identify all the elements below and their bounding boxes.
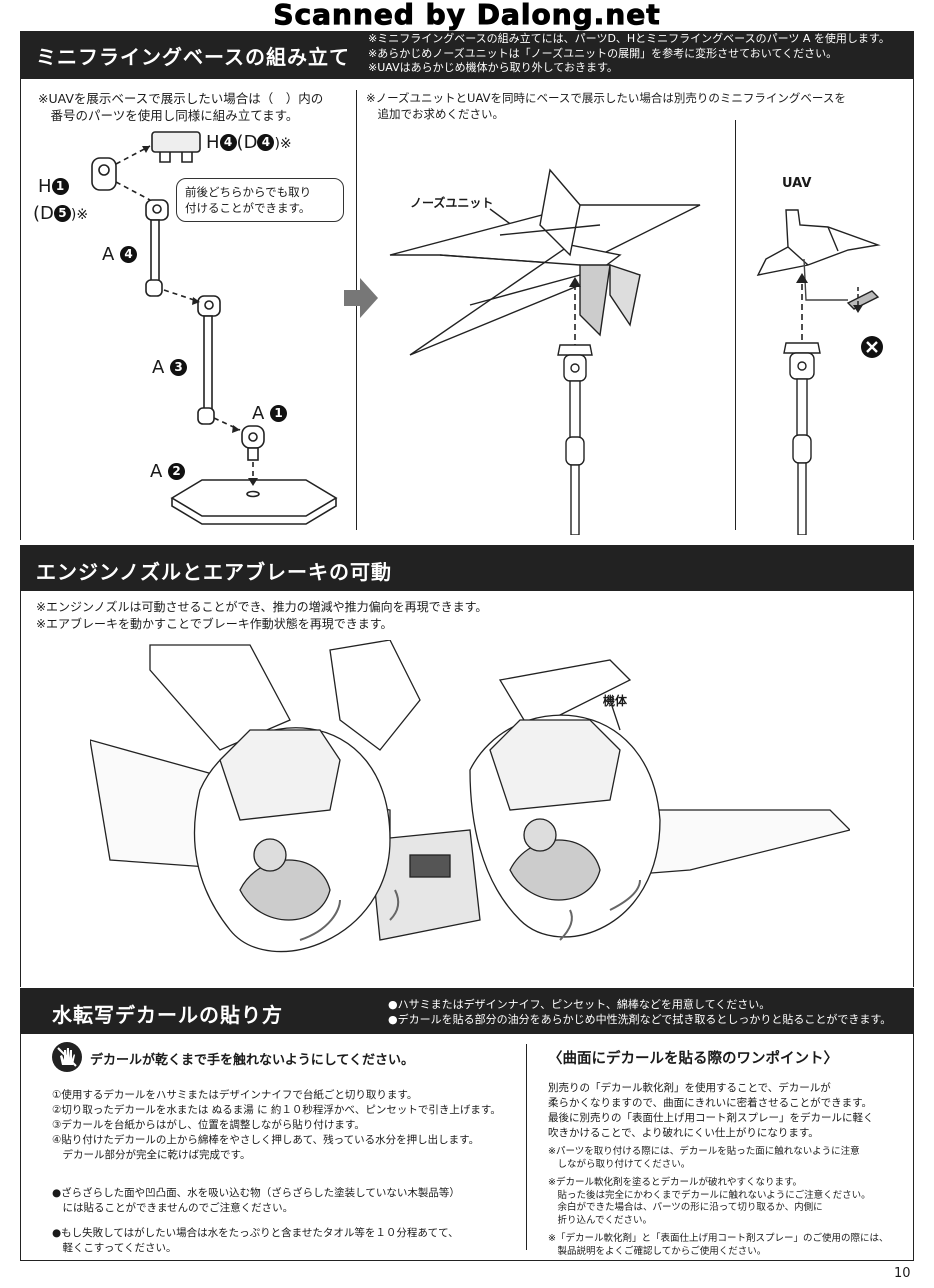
- left-note: ※UAVを展示ベースで展示したい場合は（ ）内の 番号のパーツを使用し同様に組み…: [38, 90, 323, 124]
- section2-note-1: ※エンジンノズルは可動させることができ、推力の増減や推力偏向を再現できます。: [36, 600, 488, 614]
- part-label-a3: A 3: [152, 357, 188, 378]
- decal-bullets: ●ざらざらした面や凹凸面、水を吸い込む物（ざらざらした塗装していない木製品等） …: [52, 1186, 460, 1256]
- page-number: 10: [894, 1266, 911, 1281]
- tip-note-2-cont2: 余白ができた場合は、パーツの形に沿って切り取るか、内側に: [548, 1202, 823, 1213]
- hand-icon: [57, 1047, 77, 1067]
- warning-text: デカールが乾くまで手を触れないようにしてください。: [90, 1053, 414, 1068]
- section2-title: エンジンノズルとエアブレーキの可動: [36, 560, 392, 584]
- tip-note-3: ※「デカール軟化剤」と「表面仕上げ用コート剤スプレー」のご使用の際には、: [548, 1233, 889, 1244]
- tip-note-2-cont3: 折り込んでください。: [548, 1214, 653, 1226]
- part-label-a4: A 4: [102, 244, 138, 265]
- nose-unit-on-stand-illustration: [389, 168, 701, 535]
- callout-bubble: 前後どちらからでも取り 付けることができます。: [176, 178, 344, 222]
- section3-frame: [20, 1034, 914, 1261]
- tip-note-1: ※パーツを取り付ける際には、デカールを貼った面に触れないように注意: [548, 1146, 860, 1157]
- section3-header-bar: [20, 988, 914, 1034]
- tip-line-4: 吹きかけることで、より破れにくい仕上がりになります。: [548, 1127, 819, 1139]
- part-letter: H: [38, 176, 52, 197]
- left-note-line-2: 番号のパーツを使用し同様に組み立てます。: [38, 108, 299, 123]
- part-number-badge: 3: [170, 359, 188, 376]
- section1-divider-2: [735, 120, 736, 530]
- section2-notes: ※エンジンノズルは可動させることができ、推力の増減や推力偏向を再現できます。 ※…: [36, 599, 487, 633]
- uav-label: UAV: [782, 176, 812, 191]
- part-paren-end: )※: [70, 207, 89, 223]
- right-note-line-2: 追加でお求めください。: [366, 107, 504, 121]
- bullet-1: ●ざらざらした面や凹凸面、水を吸い込む物（ざらざらした塗装していない木製品等）: [52, 1187, 460, 1199]
- step-2: ②切り取ったデカールを水または ぬるま湯 に 約１０秒程浮かべ、ピンセットで引き…: [52, 1104, 501, 1116]
- header-note-3: ※UAVはあらかじめ機体から取り外しておきます。: [368, 61, 618, 74]
- tip-body: 別売りの「デカール軟化剤」を使用することで、デカールが 柔らかくなりますので、曲…: [548, 1081, 874, 1141]
- step-1: ①使用するデカールをハサミまたはデザインナイフで台紙ごと切り取ります。: [52, 1089, 418, 1101]
- uav-on-stand-illustration: [756, 209, 883, 535]
- tip-note-1-cont: しながら取り付けてください。: [548, 1158, 691, 1170]
- header-note-1: ※ミニフライングベースの組み立てには、パーツD、Hとミニフライングベースのパーツ…: [368, 32, 890, 45]
- step-4: ④貼り付けたデカールの上から綿棒をやさしく押しあて、残っている水分を押し出します…: [52, 1134, 480, 1146]
- stand-assembly-illustration: [91, 131, 338, 525]
- section3-header-note-2: ●デカールを貼る部分の油分をあらかじめ中性洗剤などで拭き取るとしっかりと貼ること…: [388, 1013, 892, 1026]
- header-note-2: ※あらかじめノーズユニットは「ノーズユニットの展開」を参考に変形させておいてくだ…: [368, 46, 838, 60]
- part-label-a1: A 1: [252, 403, 288, 424]
- part-letter: A: [152, 357, 165, 378]
- section2-note-2: ※エアブレーキを動かすことでブレーキ作動状態を再現できます。: [36, 617, 393, 631]
- section1-header-bar: [20, 31, 914, 79]
- engine-nozzle-airbrake-illustration: [90, 640, 850, 953]
- part-letter: H: [206, 132, 220, 153]
- bullet-2: ●もし失敗してはがしたい場合は水をたっぷりと含ませたタオル等を１０分程あてて、: [52, 1227, 459, 1239]
- right-note-line-1: ※ノーズユニットとUAVを同時にベースで展示したい場合は別売りのミニフライングベ…: [366, 91, 846, 105]
- part-paren-end: )※: [274, 136, 292, 152]
- watermark-text: Scanned by Dalong.net: [273, 0, 661, 31]
- callout-line-1: 前後どちらからでも取り: [185, 185, 312, 199]
- tip-title: 〈曲面にデカールを貼る際のワンポイント〉: [548, 1051, 838, 1067]
- step-4-cont: デカール部分が完全に乾けば完成です。: [52, 1149, 251, 1161]
- section3-divider: [526, 1044, 527, 1250]
- tip-note-2: ※デカール軟化剤を塗るとデカールが破れやすくなります。: [548, 1177, 803, 1188]
- bullet-2-cont: 軽くこすってください。: [52, 1242, 177, 1254]
- bullet-1-cont: には貼ることができませんのでご注意ください。: [52, 1202, 294, 1214]
- section2-header-bar: [20, 545, 914, 591]
- part-number-badge: 5: [53, 205, 71, 222]
- part-paren: (D: [236, 132, 258, 153]
- tip-line-1: 別売りの「デカール軟化剤」を使用することで、デカールが: [548, 1082, 831, 1094]
- tip-notes: ※パーツを取り付ける際には、デカールを貼った面に触れないように注意 しながら取り…: [548, 1146, 888, 1258]
- part-letter: A: [102, 244, 115, 265]
- part-number-badge: 2: [168, 463, 186, 480]
- right-note: ※ノーズユニットとUAVを同時にベースで展示したい場合は別売りのミニフライングベ…: [366, 90, 846, 122]
- left-note-line-1: ※UAVを展示ベースで展示したい場合は（ ）内の: [38, 91, 324, 106]
- body-label: 機体: [603, 694, 628, 708]
- tip-line-2: 柔らかくなりますので、曲面にきれいに密着させることができます。: [548, 1097, 873, 1109]
- part-letter: A: [150, 461, 163, 482]
- section1-header-notes: ※ミニフライングベースの組み立てには、パーツD、Hとミニフライングベースのパーツ…: [368, 32, 890, 76]
- part-paren: (D: [33, 203, 54, 224]
- part-label-a2: A 2: [150, 461, 186, 482]
- tip-note-2-cont: 貼った後は完全にかわくまでデカールに触れないようにご注意ください。: [548, 1189, 871, 1201]
- section2-frame: [20, 591, 914, 987]
- part-letter: A: [252, 403, 265, 424]
- part-number-badge: 1: [270, 405, 288, 422]
- nose-unit-label: ノーズユニット: [410, 196, 494, 210]
- decal-steps: ①使用するデカールをハサミまたはデザインナイフで台紙ごと切り取ります。 ②切り取…: [52, 1088, 501, 1163]
- part-number-badge: 1: [51, 178, 69, 195]
- step-3: ③デカールを台紙からはがし、位置を調整しながら貼り付けます。: [52, 1119, 365, 1131]
- section3-header-notes: ●ハサミまたはデザインナイフ、ピンセット、綿棒などを用意してください。 ●デカー…: [388, 997, 891, 1027]
- section3-title: 水転写デカールの貼り方: [52, 1003, 283, 1027]
- tip-line-3: 最後に別売りの「表面仕上げ用コート剤スプレー」をデカールに軽く: [548, 1112, 874, 1124]
- section1-frame: [20, 79, 914, 540]
- callout-line-2: 付けることができます。: [185, 201, 311, 215]
- part-number-badge: 4: [257, 134, 275, 151]
- part-number-badge: 4: [120, 246, 138, 263]
- part-number-badge: 4: [219, 134, 237, 151]
- section1-divider-1: [356, 90, 357, 530]
- section1-title: ミニフライングベースの組み立て: [36, 45, 350, 69]
- tip-note-3-cont: 製品説明をよくご確認してからご使用ください。: [548, 1245, 767, 1257]
- next-arrow-icon: [344, 278, 378, 318]
- section3-header-note-1: ●ハサミまたはデザインナイフ、ピンセット、綿棒などを用意してください。: [388, 998, 771, 1011]
